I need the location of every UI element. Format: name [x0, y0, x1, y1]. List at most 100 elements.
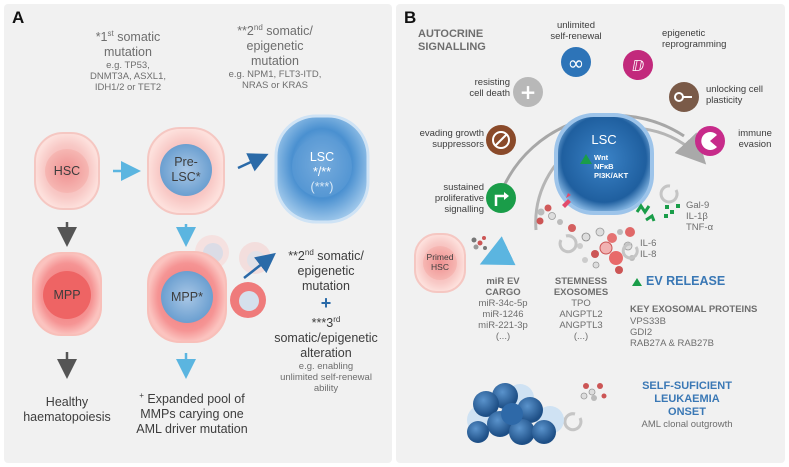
svg-text:ⅅ: ⅅ — [632, 57, 644, 75]
lsc-cell — [274, 114, 370, 224]
stemness-item: ANGPTL2 — [559, 309, 603, 320]
first-mutation-block: *1st somatic mutation e.g. TP53, DNMT3A,… — [58, 26, 198, 93]
unlocking-label: unlocking cell plasticity — [706, 84, 784, 106]
resisting-line1: resisting — [474, 77, 510, 88]
healthy-line1: Healthy — [45, 395, 89, 409]
lsc-line3: (***) — [310, 180, 334, 194]
ev-release-label: EV RELEASE — [646, 274, 726, 288]
primed-hsc-label: Primed HSC — [420, 252, 460, 272]
autocrine-line1: AUTOCRINE — [418, 28, 484, 40]
third-mutation-line8: unlimited self-renewal — [280, 372, 372, 384]
self-renewal-line1: unlimited — [556, 20, 596, 31]
key-protein-item: GDI2 — [630, 327, 653, 338]
stemness-title-1: STEMNESS — [554, 276, 608, 287]
epigenetic-line2: reprogramming — [662, 39, 727, 50]
hsc-cell — [34, 132, 100, 210]
mir-item: miR-221-3p — [478, 320, 528, 331]
second-mutation-sup: nd — [253, 23, 263, 32]
third-mutation-block: **2nd somatic/ epigenetic mutation + ***… — [268, 245, 384, 394]
third-mutation-line3: mutation — [302, 279, 350, 294]
mpp-label: MPP — [53, 288, 81, 302]
pacman-icon — [695, 126, 725, 156]
first-mutation-example: e.g. TP53, — [106, 60, 150, 72]
first-mutation-title2: mutation — [104, 45, 152, 60]
sustained-line1: sustained — [443, 182, 484, 193]
third-mutation-l4-sup: rd — [333, 315, 341, 325]
epigenetic-label: epigenetic reprogramming — [662, 28, 742, 50]
onset-title-1: SELF-SUFICIENT — [642, 380, 732, 392]
mir-cargo-block: miR EV CARGO miR-34c-5p miR-1246 miR-221… — [468, 276, 538, 342]
pre-lsc-line1: Pre- — [174, 155, 198, 169]
third-mutation-line2: epigenetic — [297, 264, 355, 279]
resisting-label: resisting cell death — [446, 77, 510, 99]
stemness-title-2: EXOSOMES — [553, 287, 609, 298]
first-mutation-example: IDH1/2 or TET2 — [94, 82, 162, 94]
plus-sign: + — [320, 293, 332, 314]
mir-item: miR-1246 — [482, 309, 524, 320]
third-mutation-line6: alteration — [300, 346, 352, 361]
mpp-star-label: MPP* — [171, 290, 203, 304]
expanded-pool-label: + Expanded pool of MMPs carying one AML … — [122, 388, 262, 437]
mir-title-1: miR EV — [486, 276, 520, 287]
second-mutation-title-pre: **2 — [237, 24, 254, 39]
third-mutation-l1-pre: **2 — [288, 249, 305, 264]
sustained-line3: signalling — [444, 204, 484, 215]
cytokine-il1b: IL-1β — [686, 211, 708, 222]
stemness-exosomes-block: STEMNESS EXOSOMES TPO ANGPTL2 ANGPTL3 (.… — [546, 276, 616, 342]
second-mutation-block: **2nd somatic/ epigenetic mutation e.g. … — [200, 20, 350, 91]
no-entry-icon — [486, 125, 516, 155]
cytokine-list-2: IL-6 IL-8 — [640, 238, 680, 260]
self-renewal-label: unlimited self-renewal — [540, 20, 612, 42]
healthy-line2: haematopoiesis — [23, 410, 111, 424]
lsc-b-label: LSC — [591, 132, 617, 147]
primed-line2: HSC — [431, 262, 449, 272]
key-proteins-title: KEY EXOSOMAL PROTEINS — [630, 304, 758, 315]
pathways-list: Wnt NFκB PI3K/AKT — [594, 153, 640, 180]
expanded-line2: MMPs carying one — [140, 407, 244, 422]
arrow-turn-icon — [486, 183, 516, 213]
third-mutation-line9: ability — [313, 383, 339, 395]
cytokine-il8: IL-8 — [640, 249, 657, 260]
lsc-line2: */** — [312, 165, 332, 179]
panel-b — [396, 4, 785, 463]
plus-icon: + — [513, 77, 543, 107]
recycle-icons — [558, 184, 679, 432]
key-proteins-block: KEY EXOSOMAL PROTEINS VPS33B GDI2 RAB27A… — [630, 304, 780, 349]
mir-item: miR-34c-5p — [478, 298, 528, 309]
stemness-item: ANGPTL3 — [559, 320, 603, 331]
autocrine-line2: SIGNALLING — [418, 41, 486, 53]
expanded-line1: Expanded pool of — [147, 392, 245, 407]
onset-title-3: ONSET — [668, 406, 706, 418]
unlocking-line1: unlocking cell — [706, 84, 764, 95]
exosomes-particles — [536, 204, 635, 274]
first-mutation-title-post: somatic — [113, 30, 161, 45]
panel-b-label: B — [404, 8, 417, 27]
healthy-label: Healthy haematopoiesis — [12, 395, 122, 425]
first-mutation-sup: st — [107, 29, 114, 38]
sustained-label: sustained proliferative signalling — [404, 182, 484, 215]
third-mutation-line7: e.g. enabling — [298, 361, 354, 373]
expanded-plus: + — [139, 391, 144, 400]
panel-a-arrows — [57, 153, 276, 379]
self-renewal-line2: self-renewal — [550, 31, 602, 42]
stemness-item: TPO — [571, 298, 591, 309]
ev-release-triangle-icon — [632, 278, 642, 286]
pre-lsc-label: Pre- LSC* — [156, 155, 216, 185]
dna-icon: ⅅ — [623, 50, 653, 80]
cytokine-shapes — [562, 193, 680, 222]
pre-lsc-cell — [147, 127, 225, 215]
autocrine-title: AUTOCRINE SIGNALLING — [418, 28, 498, 54]
leukaemia-cluster — [467, 383, 607, 445]
first-mutation-title-pre: *1 — [95, 30, 108, 45]
pathway-item: Wnt — [594, 153, 609, 162]
immune-label: immune evasion — [730, 128, 780, 150]
second-mutation-example: NRAS or KRAS — [242, 80, 308, 92]
lsc-line1: LSC — [309, 150, 335, 164]
key-protein-item: VPS33B — [630, 316, 666, 327]
immune-line2: evasion — [738, 139, 772, 150]
pre-lsc-line2: LSC* — [171, 170, 201, 184]
sustained-line2: proliferative — [434, 193, 484, 204]
mpp-star-cells — [147, 235, 271, 343]
second-mutation-title3: mutation — [251, 54, 299, 69]
